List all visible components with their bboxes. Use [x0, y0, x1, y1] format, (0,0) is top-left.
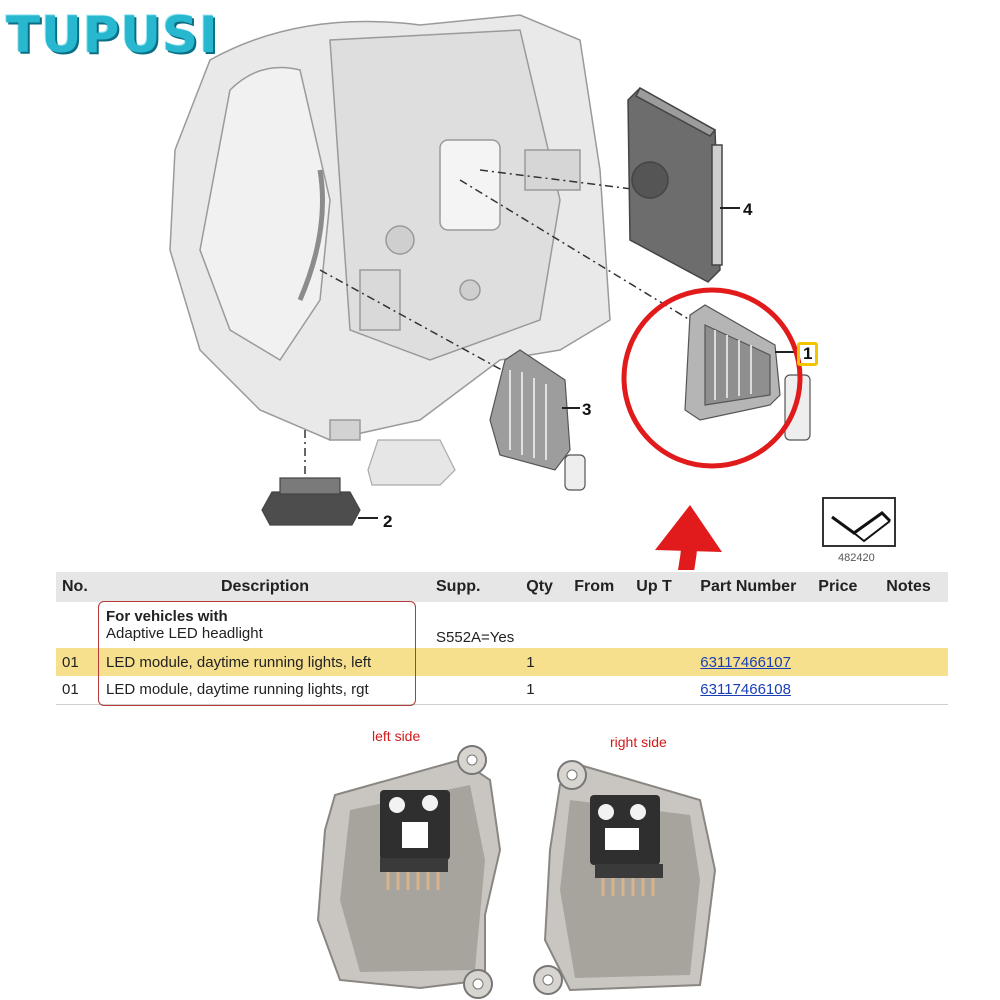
col-up-to: Up T	[630, 572, 695, 602]
table-group-row: For vehicles with Adaptive LED headlight…	[56, 602, 948, 648]
headlight-housing	[169, 14, 611, 441]
led-module-part-3	[489, 349, 586, 491]
group-subheading: Adaptive LED headlight	[106, 625, 263, 642]
reference-box	[822, 497, 896, 547]
row-no: 01	[56, 676, 100, 705]
col-price: Price	[812, 572, 881, 602]
row-description: LED module, daytime running lights, left	[100, 648, 430, 676]
table-header-row: No. Description Supp. Qty From Up T Part…	[56, 572, 948, 602]
group-supp: S552A=Yes	[436, 629, 515, 646]
group-description: For vehicles with Adaptive LED headlight	[100, 602, 430, 648]
left-led-module-photo	[316, 745, 502, 999]
col-qty: Qty	[520, 572, 569, 602]
col-part-number: Part Number	[694, 572, 813, 602]
led-module-part-1	[684, 304, 811, 441]
table-row[interactable]: 01 LED module, daytime running lights, l…	[56, 648, 948, 676]
socket-part-2	[261, 439, 456, 526]
right-led-module-photo	[533, 760, 717, 995]
callout-4: 4	[743, 200, 753, 219]
highlight-circle	[621, 287, 803, 469]
part-number-link[interactable]: 63117466108	[700, 681, 791, 699]
brand-logo: TUPUSI	[6, 6, 219, 64]
reference-number: 482420	[838, 552, 875, 564]
col-from: From	[568, 572, 631, 602]
headlight-exploded-diagram	[169, 14, 889, 570]
col-description: Description	[100, 572, 430, 602]
left-side-label: left side	[372, 728, 421, 744]
control-unit-part-4	[627, 86, 740, 283]
part-number-link[interactable]: 63117466107	[700, 653, 791, 671]
callout-1: 1	[797, 342, 819, 366]
right-side-label: right side	[610, 734, 667, 750]
product-photos	[316, 745, 717, 999]
red-arrow	[655, 505, 722, 570]
callout-3: 3	[582, 400, 592, 419]
group-heading: For vehicles with	[106, 608, 228, 625]
row-no: 01	[56, 648, 100, 676]
callout-2: 2	[383, 512, 393, 531]
col-supp: Supp.	[430, 572, 521, 602]
table-row[interactable]: 01 LED module, daytime running lights, r…	[56, 676, 948, 705]
row-description: LED module, daytime running lights, rgt	[100, 676, 430, 705]
row-qty: 1	[520, 648, 569, 676]
fold-icon	[831, 511, 892, 543]
col-no: No.	[56, 572, 100, 602]
row-qty: 1	[520, 676, 569, 705]
col-notes: Notes	[880, 572, 948, 602]
parts-table: No. Description Supp. Qty From Up T Part…	[56, 572, 948, 705]
